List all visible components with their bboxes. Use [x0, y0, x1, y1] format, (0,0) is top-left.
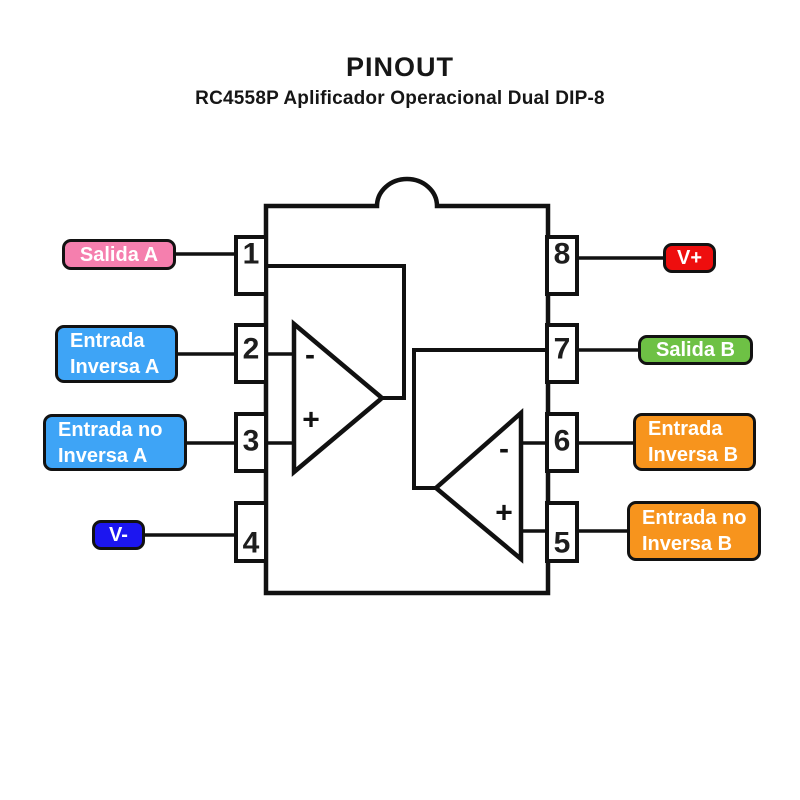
pin-number-3: 3	[243, 425, 260, 458]
label-entrada-inversa-b-line1: Entrada	[648, 418, 723, 440]
opamp-a-plus-sign: +	[302, 404, 320, 437]
label-entrada-inversa-b: Entrada Inversa B	[633, 413, 756, 471]
pin-box-2	[234, 323, 268, 384]
label-entrada-no-inversa-b-line2: Inversa B	[642, 533, 733, 555]
opamp-a-triangle	[291, 319, 386, 477]
label-v-minus-text: V-	[109, 524, 128, 546]
label-v-minus: V-	[92, 520, 145, 550]
page-subtitle: RC4558P Aplificador Operacional Dual DIP…	[195, 88, 605, 109]
label-v-plus: V+	[663, 243, 716, 273]
opamp-a-minus-sign: -	[305, 339, 315, 372]
opamp-b-triangle	[432, 408, 524, 564]
pin-box-3	[234, 412, 268, 473]
label-salida-b: Salida B	[638, 335, 753, 365]
chip-body	[263, 176, 551, 596]
label-salida-a-text: Salida A	[79, 243, 159, 266]
pin-number-6: 6	[554, 425, 571, 458]
label-entrada-no-inversa-a: Entrada no Inversa A	[43, 414, 187, 471]
label-entrada-no-inversa-a-line2: Inversa A	[58, 444, 148, 467]
page-title: PINOUT	[345, 52, 454, 82]
label-entrada-inversa-b-line2: Inversa B	[648, 444, 739, 466]
label-salida-b-text: Salida B	[656, 339, 735, 361]
feedback-route-a	[266, 264, 406, 400]
label-entrada-no-inversa-b-line1: Entrada no	[642, 507, 747, 529]
pin-number-2: 2	[243, 333, 260, 366]
pin-box-1	[234, 235, 268, 296]
label-entrada-inversa-a: Entrada Inversa A	[55, 325, 178, 383]
pin-number-4: 4	[243, 527, 260, 560]
feedback-route-b	[412, 348, 548, 490]
pin-box-8	[545, 235, 579, 296]
pin-number-8: 8	[554, 238, 571, 271]
pin-number-1: 1	[243, 238, 260, 271]
pin-box-7	[545, 323, 579, 384]
opamp-b-plus-sign: +	[495, 497, 513, 530]
pin-box-6	[545, 412, 579, 473]
label-v-plus-text: V+	[676, 247, 703, 269]
label-salida-a: Salida A	[62, 239, 176, 270]
label-entrada-no-inversa-a-line1: Entrada no	[58, 418, 163, 441]
label-entrada-inversa-a-line1: Entrada	[70, 330, 145, 352]
label-entrada-inversa-a-line2: Inversa A	[70, 356, 160, 378]
opamp-b-minus-sign: -	[499, 433, 509, 466]
pin-box-5	[545, 501, 579, 563]
label-entrada-no-inversa-b: Entrada no Inversa B	[627, 501, 761, 561]
pin-number-7: 7	[554, 333, 571, 366]
pin-box-4	[234, 501, 268, 563]
pin-number-5: 5	[554, 527, 571, 560]
